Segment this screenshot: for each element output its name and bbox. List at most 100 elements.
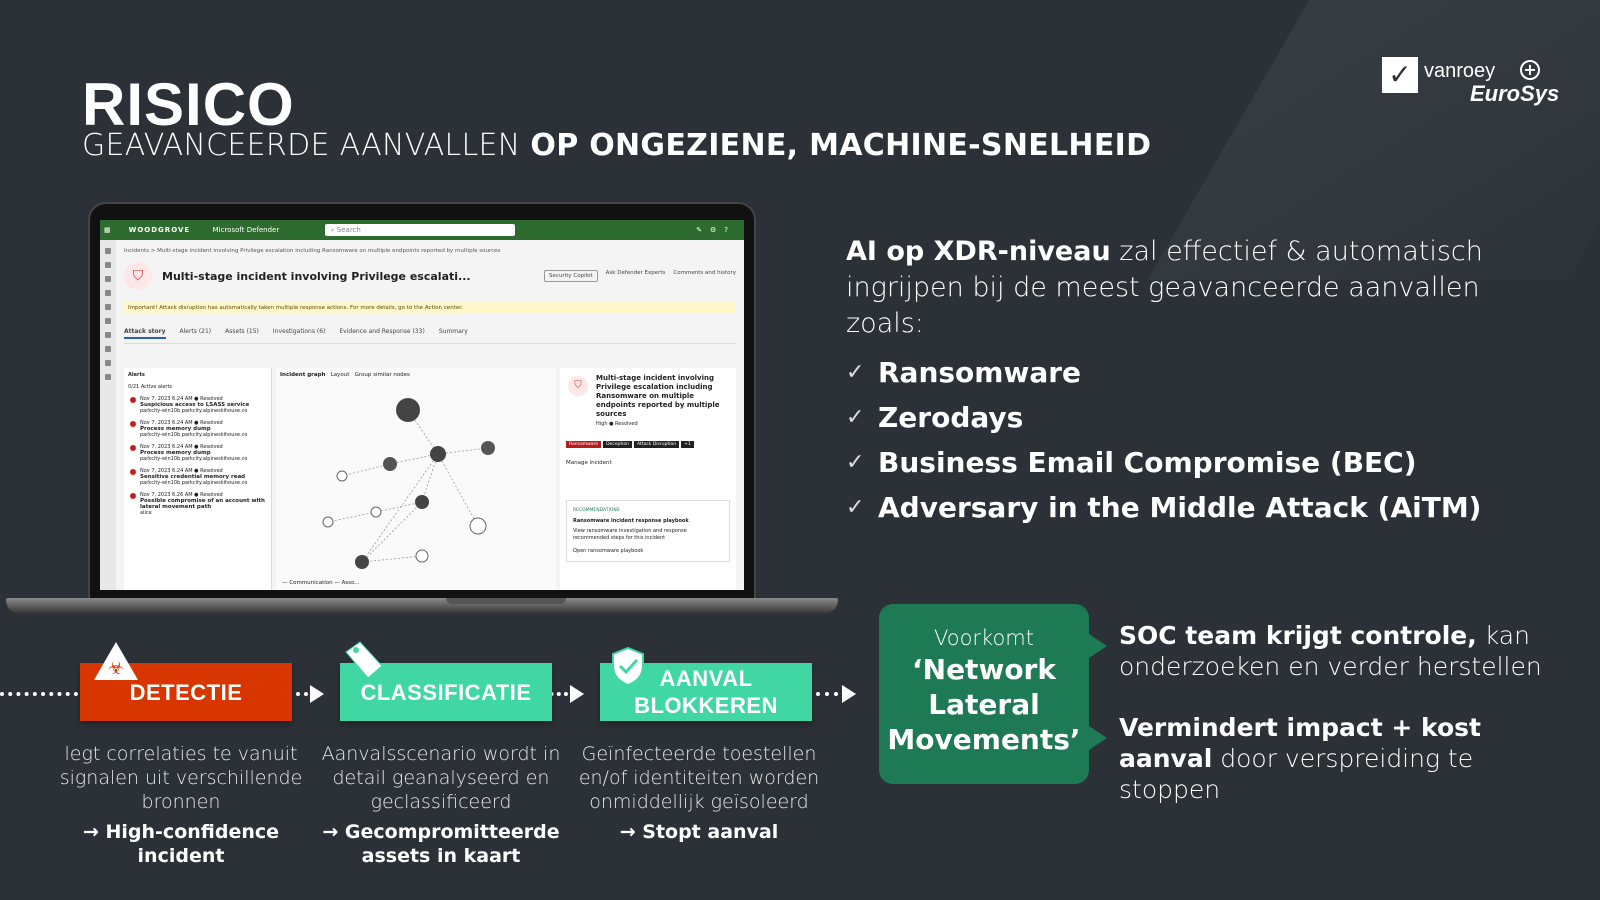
graph-device-node xyxy=(355,555,369,569)
card-body: View ransomware investigation and respon… xyxy=(573,528,687,541)
risk-item: ✓Ransomware xyxy=(846,356,1082,389)
svg-text:☣: ☣ xyxy=(108,658,124,679)
nav-hunting-icon[interactable] xyxy=(105,276,111,282)
nav-actions-icon[interactable] xyxy=(105,290,111,296)
side-incident-title: Multi-stage incident involving Privilege… xyxy=(596,374,720,418)
incident-header: ⛉ Multi-stage incident involving Privile… xyxy=(124,262,736,290)
nav-cloud-icon[interactable] xyxy=(105,346,111,352)
app-launcher-icon[interactable]: ▦ xyxy=(104,226,111,234)
step-classificatie-result: → Gecompromitteerde assets in kaart xyxy=(322,821,560,867)
graph-header: Incident graph xyxy=(280,372,326,378)
laptop-notch xyxy=(446,598,566,604)
flow-arrow-icon xyxy=(310,685,324,703)
alerts-header: Alerts xyxy=(128,372,145,378)
tab-alerts[interactable]: Alerts (21) xyxy=(179,328,212,335)
app-top-bar: ▦ WOODGROVE Microsoft Defender ⌕ Search … xyxy=(100,220,744,240)
step-detectie-desc: legt correlaties te vanuit signalen uit … xyxy=(59,743,303,813)
incident-graph-pane[interactable]: Incident graph Layout Group similar node… xyxy=(276,368,556,590)
check-icon: ✓ xyxy=(846,405,865,430)
alerts-pane: Alerts 0/21 Active alerts Nov 7, 2023 6:… xyxy=(124,368,272,590)
card-label: RECOMMENDATIONS xyxy=(573,508,620,513)
outcome-reduce-impact: Vermindert impact + kost aanval door ver… xyxy=(1119,713,1481,804)
flow-dots xyxy=(816,692,838,696)
tag-ransomware: Ransomware xyxy=(566,441,602,448)
alert-host: parkcity-win10b.parkcity.alpineskihouse.… xyxy=(140,456,248,462)
callout-pointer-icon xyxy=(1089,634,1107,658)
tab-attack-story[interactable]: Attack story xyxy=(124,328,166,339)
prevents-lateral-movement-callout: Voorkomt ‘Network Lateral Movements’ xyxy=(879,604,1089,784)
flow-arrow-icon xyxy=(842,685,856,703)
graph-user-node xyxy=(415,495,429,509)
logo-check-mark: ✓ xyxy=(1382,57,1418,93)
page-title: RISICO xyxy=(82,71,295,138)
nav-reports-icon[interactable] xyxy=(105,360,111,366)
graph-ip-node xyxy=(322,516,334,528)
alert-time: Nov 7, 2023 6:24 AM ● Resolved xyxy=(140,396,223,402)
flow-arrow-icon xyxy=(570,685,584,703)
biohazard-icon: ☣ xyxy=(94,642,138,680)
side-severity-status: High ● Resolved xyxy=(596,421,638,427)
severity-dot xyxy=(130,493,136,499)
alert-title: Suspicious access to LSASS service xyxy=(140,402,250,408)
breadcrumb[interactable]: Incidents > Multi-stage incident involvi… xyxy=(124,248,501,254)
severity-dot xyxy=(130,469,136,475)
incident-title: Multi-stage incident involving Privilege… xyxy=(162,269,471,283)
callout-pointer-icon xyxy=(1089,726,1107,750)
ask-experts-button[interactable]: Ask Defender Experts xyxy=(605,270,666,276)
step-detectie: DETECTIE xyxy=(80,663,292,721)
nav-home-icon[interactable] xyxy=(105,248,111,254)
risk-list: ✓Ransomware ✓Zerodays ✓Business Email Co… xyxy=(846,350,1481,530)
alert-host: parkcity-win10b.parkcity.alpineskihouse.… xyxy=(140,408,248,414)
graph-file-node xyxy=(415,549,429,563)
callout-main: ‘Network Lateral Movements’ xyxy=(887,653,1081,756)
graph-legend: — Communication — Asso... xyxy=(282,580,360,586)
nav-email-icon[interactable] xyxy=(105,332,111,338)
check-icon: ✓ xyxy=(846,450,865,475)
nav-settings-icon[interactable] xyxy=(105,374,111,380)
tag-attack-disruption: Attack Disruption xyxy=(634,441,680,448)
incident-actions: Security Copilot Ask Defender Experts Co… xyxy=(544,270,736,282)
nav-assets-icon[interactable] xyxy=(105,304,111,310)
tag-icon xyxy=(345,641,383,679)
group-similar-toggle[interactable]: Group similar nodes xyxy=(354,372,410,378)
alert-host: alice xyxy=(140,510,152,516)
risk-item: ✓Adversary in the Middle Attack (AiTM) xyxy=(846,491,1482,524)
step-blokkeren-desc: Geïnfecteerde toestellen en/of identitei… xyxy=(578,743,820,813)
open-playbook-link[interactable]: Open ransomware playbook xyxy=(573,548,644,554)
graph-file-node xyxy=(370,506,382,518)
tab-investigations[interactable]: Investigations (6) xyxy=(272,328,326,335)
alert-time: Nov 7, 2023 6:24 AM ● Resolved xyxy=(140,468,223,474)
alert-host: parkcity-win10b.parkcity.alpineskihouse.… xyxy=(140,480,248,486)
check-icon: ✓ xyxy=(846,360,865,385)
security-copilot-button[interactable]: Security Copilot xyxy=(544,270,598,282)
logo-text-eurosys: EuroSys xyxy=(1470,81,1560,106)
left-nav-rail[interactable] xyxy=(100,240,116,590)
page-subtitle: GEAVANCEERDE AANVALLEN OP ONGEZIENE, MAC… xyxy=(82,128,1152,163)
intro-text: AI op XDR-niveau zal effectief & automat… xyxy=(846,236,1483,339)
alert-title: Process memory dump xyxy=(140,426,211,432)
search-input[interactable]: ⌕ Search xyxy=(324,224,515,236)
graph-layout-button[interactable]: Layout xyxy=(330,372,350,378)
vanroey-eurosys-logo: ✓ vanroey + EuroSys xyxy=(1382,55,1572,115)
tab-assets[interactable]: Assets (15) xyxy=(225,328,259,335)
tag-more[interactable]: +1 xyxy=(681,441,694,448)
comments-history-button[interactable]: Comments and history xyxy=(673,270,736,276)
nav-identities-icon[interactable] xyxy=(105,318,111,324)
app-header-icons[interactable]: ✎⚙? xyxy=(696,226,736,234)
alerts-count: 0/21 Active alerts xyxy=(128,384,173,390)
risk-item: ✓Business Email Compromise (BEC) xyxy=(846,446,1417,479)
manage-incident-button[interactable]: Manage incident xyxy=(566,460,612,466)
nav-incidents-icon[interactable] xyxy=(105,262,111,268)
incident-shield-icon: ⛉ xyxy=(124,262,152,290)
defender-screen: ▦ WOODGROVE Microsoft Defender ⌕ Search … xyxy=(100,220,744,590)
incident-panes: Alerts 0/21 Active alerts Nov 7, 2023 6:… xyxy=(124,368,736,590)
app-product-name: Microsoft Defender xyxy=(212,226,280,234)
tab-evidence[interactable]: Evidence and Response (33) xyxy=(339,328,425,335)
alert-host: parkcity-win10b.parkcity.alpineskihouse.… xyxy=(140,432,248,438)
tab-summary[interactable]: Summary xyxy=(438,328,468,335)
